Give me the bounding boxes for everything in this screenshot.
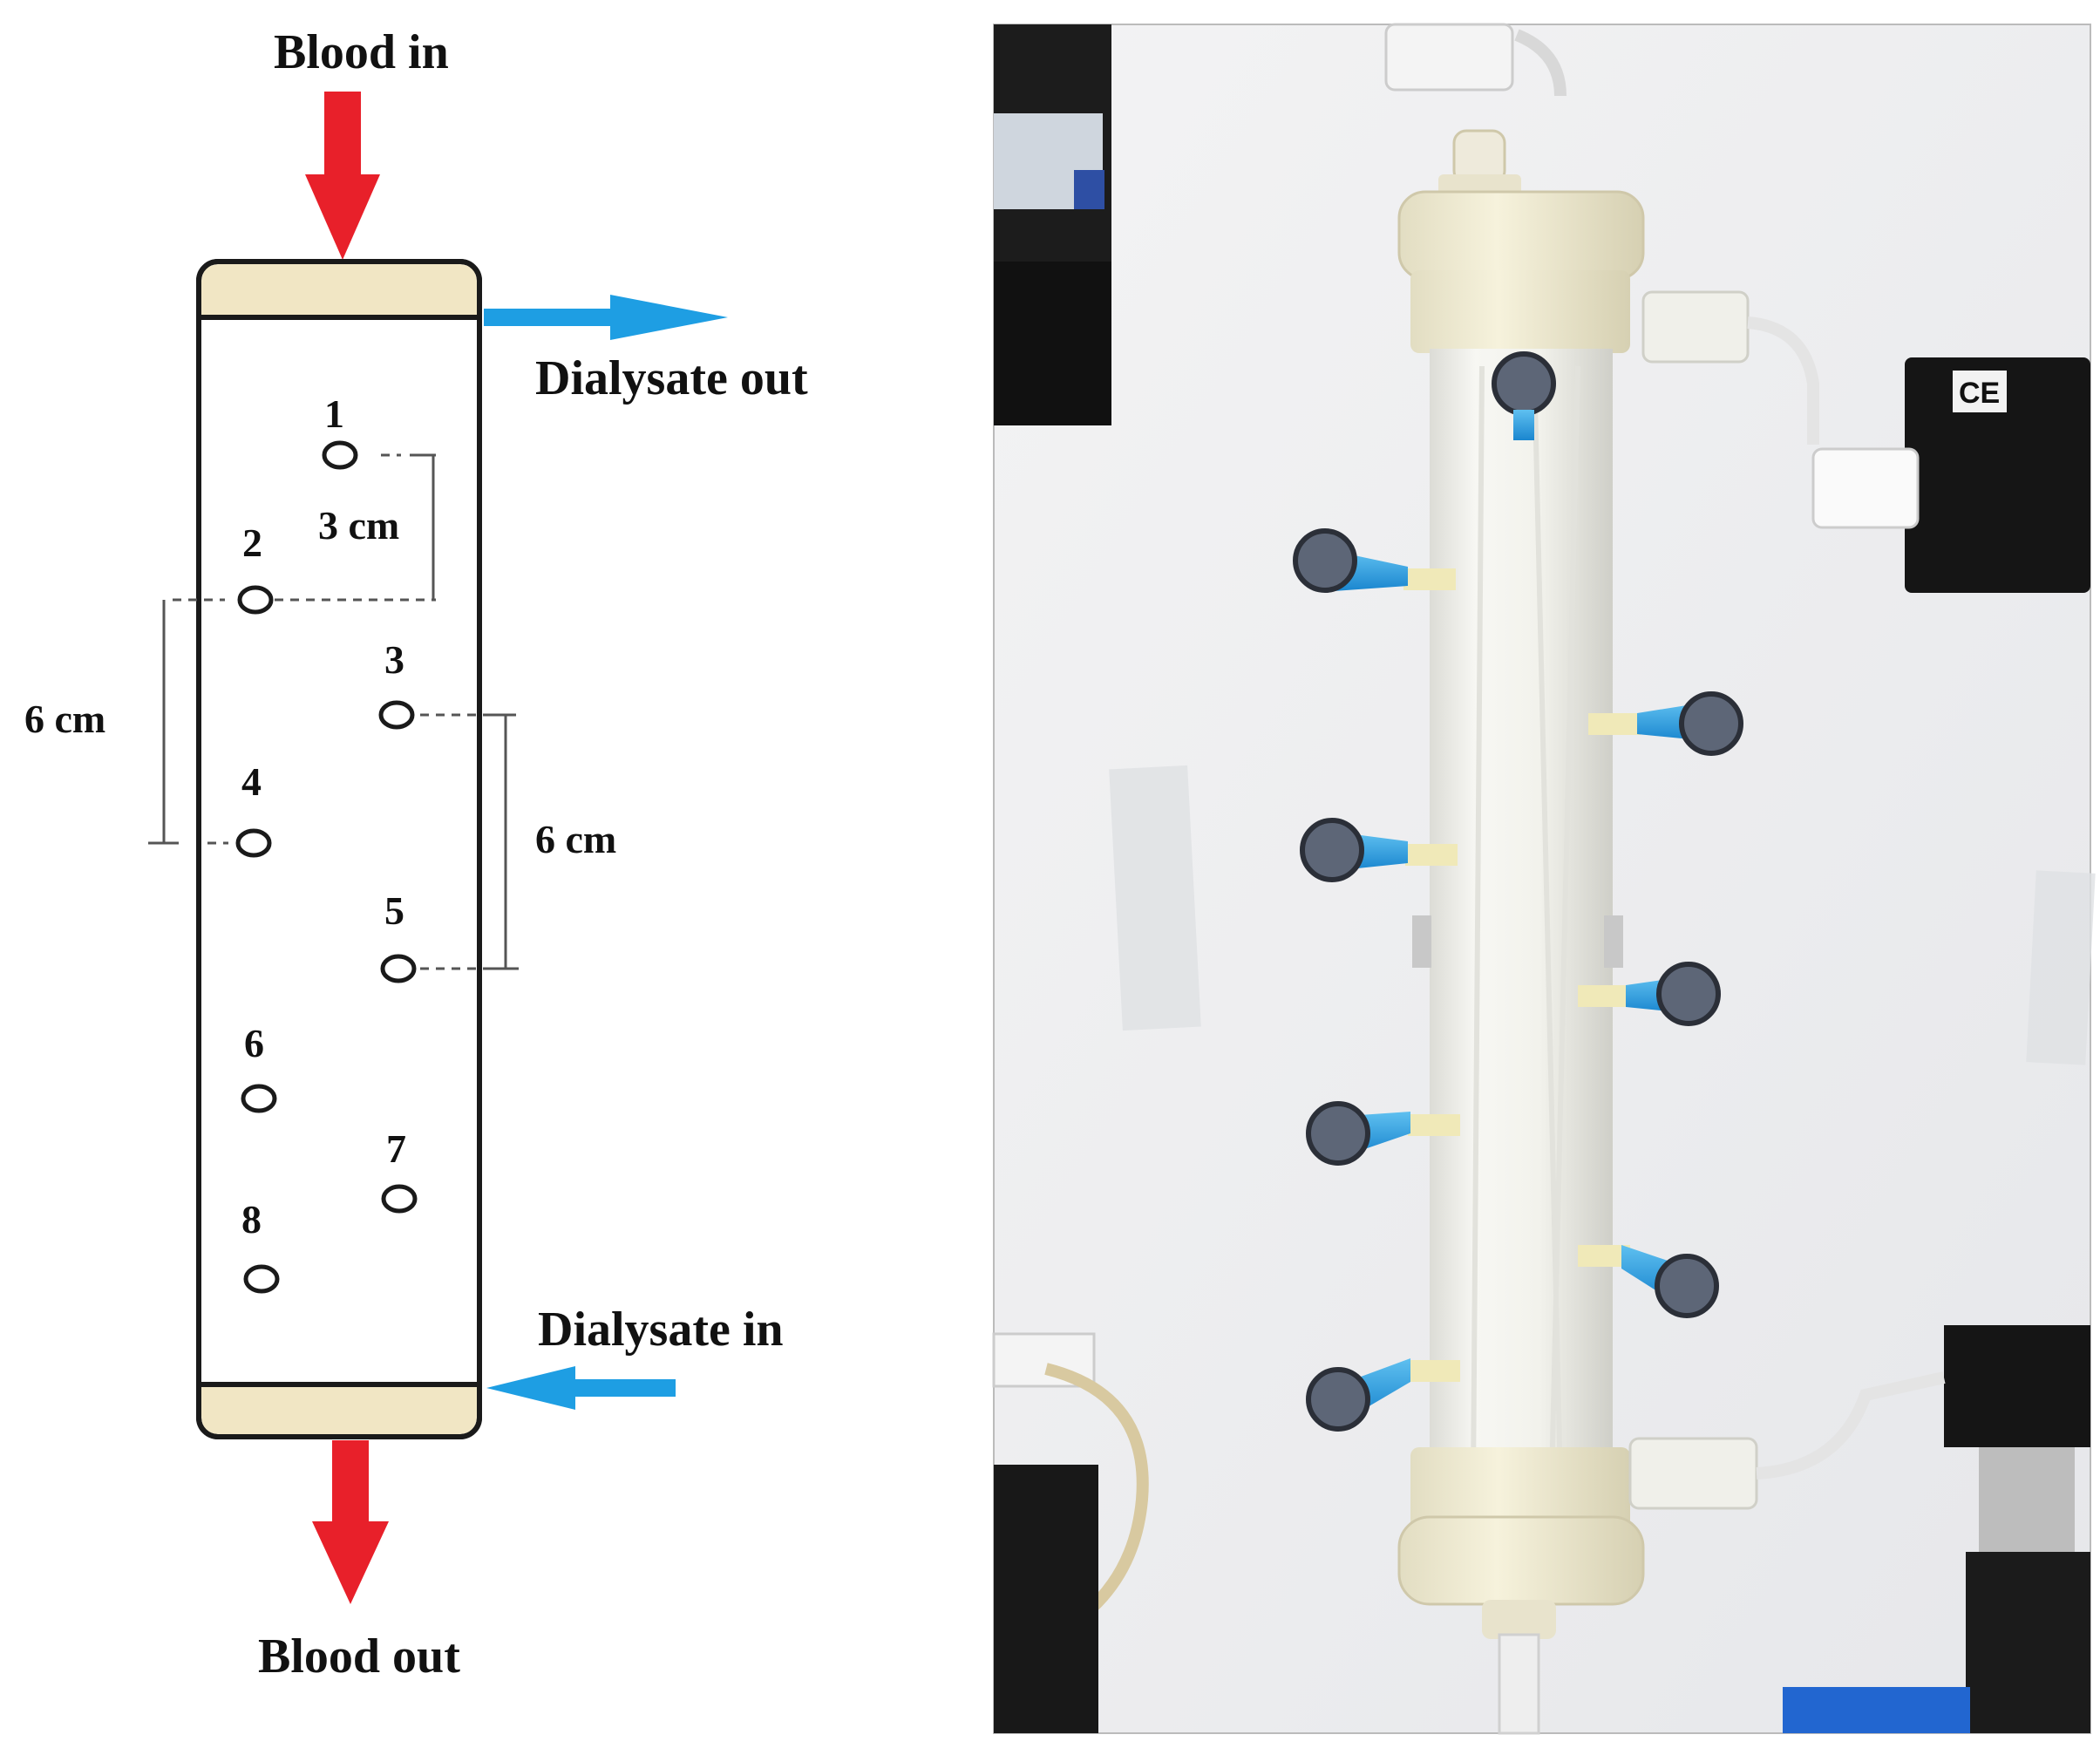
- port-2: [237, 585, 274, 615]
- blood-in-label: Blood in: [274, 25, 449, 79]
- dimension-6cm-left: [148, 600, 228, 845]
- port-8: [243, 1264, 280, 1294]
- dialyzer-schematic: Blood in Dialysate out Dialysate in Bloo…: [24, 25, 808, 1684]
- tape-marks: [1109, 765, 2096, 1065]
- port-7: [381, 1184, 418, 1214]
- photo-port-1: [1492, 351, 1556, 440]
- fitting-top: [1384, 23, 1567, 97]
- blood-out-arrow: [312, 1440, 389, 1604]
- dimension-3cm: [173, 453, 436, 602]
- photo-port-2: [1293, 528, 1456, 593]
- dialysate-in-arrow: [486, 1366, 676, 1410]
- sensor-bottom-left: [992, 1332, 1149, 1733]
- measure-3cm-label: 3 cm: [318, 503, 399, 548]
- port-1-number: 1: [324, 391, 344, 436]
- port-8-number: 8: [241, 1197, 262, 1241]
- port-6: [241, 1084, 277, 1113]
- port-4-number: 4: [241, 759, 262, 804]
- pressure-sensor-top-left: [994, 24, 1111, 425]
- port-7-number: 7: [386, 1126, 406, 1171]
- photo-port-7: [1578, 1245, 1719, 1318]
- svg-text:CE: CE: [1959, 377, 2000, 410]
- blood-out-label: Blood out: [258, 1629, 460, 1684]
- photo-port-5: [1578, 962, 1721, 1026]
- dimension-6cm-right: [420, 713, 519, 970]
- bottom-cap: [201, 1386, 477, 1434]
- dialysate-out-arrow: [484, 295, 728, 340]
- photo-port-6: [1306, 1101, 1460, 1166]
- port-5: [380, 954, 417, 983]
- sampling-ports: [235, 440, 418, 1294]
- solenoid-valve-right: CE: [1811, 357, 2090, 593]
- port-4: [235, 828, 272, 858]
- dialysate-in-label: Dialysate in: [538, 1303, 784, 1357]
- dialysate-out-label: Dialysate out: [535, 351, 808, 405]
- port-6-number: 6: [244, 1021, 264, 1065]
- top-cap: [201, 264, 477, 316]
- port-1: [322, 440, 358, 470]
- photo-port-3: [1588, 691, 1743, 756]
- port-2-number: 2: [242, 520, 262, 565]
- photo-port-4: [1300, 818, 1458, 882]
- dialyzer-photo-body: [1397, 129, 1946, 1735]
- port-5-number: 5: [384, 888, 404, 933]
- photo-port-8: [1306, 1358, 1460, 1432]
- blood-in-arrow: [305, 92, 380, 260]
- measure-6cm-left-label: 6 cm: [24, 697, 105, 741]
- measure-6cm-right-label: 6 cm: [535, 817, 616, 861]
- dialyzer-photo: CE: [992, 23, 2096, 1735]
- sensor-bottom-right: [1783, 1325, 2090, 1733]
- port-3-number: 3: [384, 637, 404, 682]
- port-3: [378, 700, 415, 730]
